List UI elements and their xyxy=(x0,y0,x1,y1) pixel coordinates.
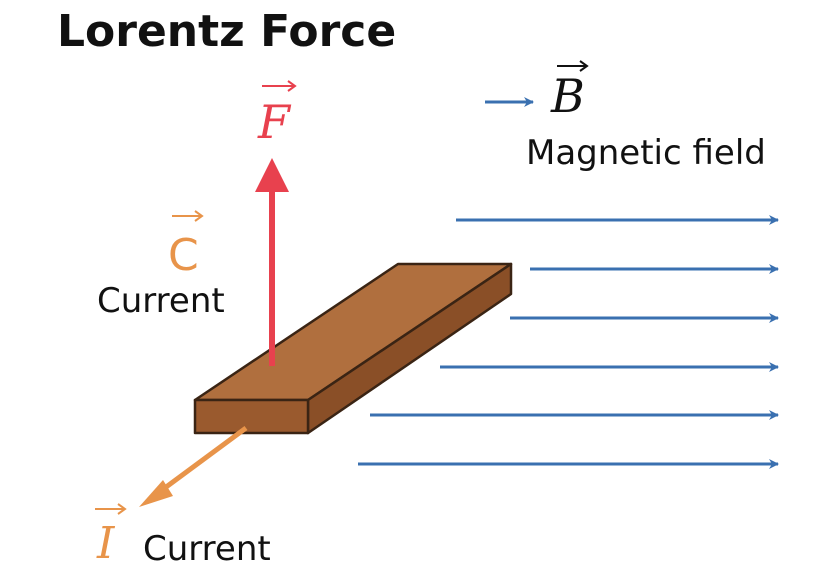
current-upper-group: C Current xyxy=(97,210,225,321)
current-arrow xyxy=(139,425,248,507)
current-lower-vector-arrow xyxy=(95,503,127,515)
field-label: Magnetic field xyxy=(526,133,766,173)
magnetic-field-lines xyxy=(358,215,779,469)
current-lower-group: I Current xyxy=(95,503,271,569)
current-lower-symbol: I xyxy=(96,518,116,569)
force-label-group: F xyxy=(257,80,297,149)
current-arrow-shaft xyxy=(156,425,248,496)
current-upper-vector-arrow xyxy=(172,210,204,222)
current-arrowhead xyxy=(139,480,173,507)
field-symbol-vector-arrow xyxy=(557,60,589,72)
current-lower-label: Current xyxy=(143,529,271,569)
diagram-title: Lorentz Force xyxy=(57,6,396,57)
force-symbol-vector-arrow xyxy=(262,80,297,92)
field-symbol: B xyxy=(550,69,585,123)
force-symbol: F xyxy=(257,95,292,149)
current-upper-label: Current xyxy=(97,281,225,321)
force-arrow xyxy=(255,158,289,366)
conductor-bar xyxy=(193,262,513,435)
force-arrowhead xyxy=(255,158,289,192)
current-upper-symbol: C xyxy=(168,230,199,281)
field-legend: B Magnetic field xyxy=(485,60,766,173)
conductor-front-face xyxy=(193,398,310,435)
